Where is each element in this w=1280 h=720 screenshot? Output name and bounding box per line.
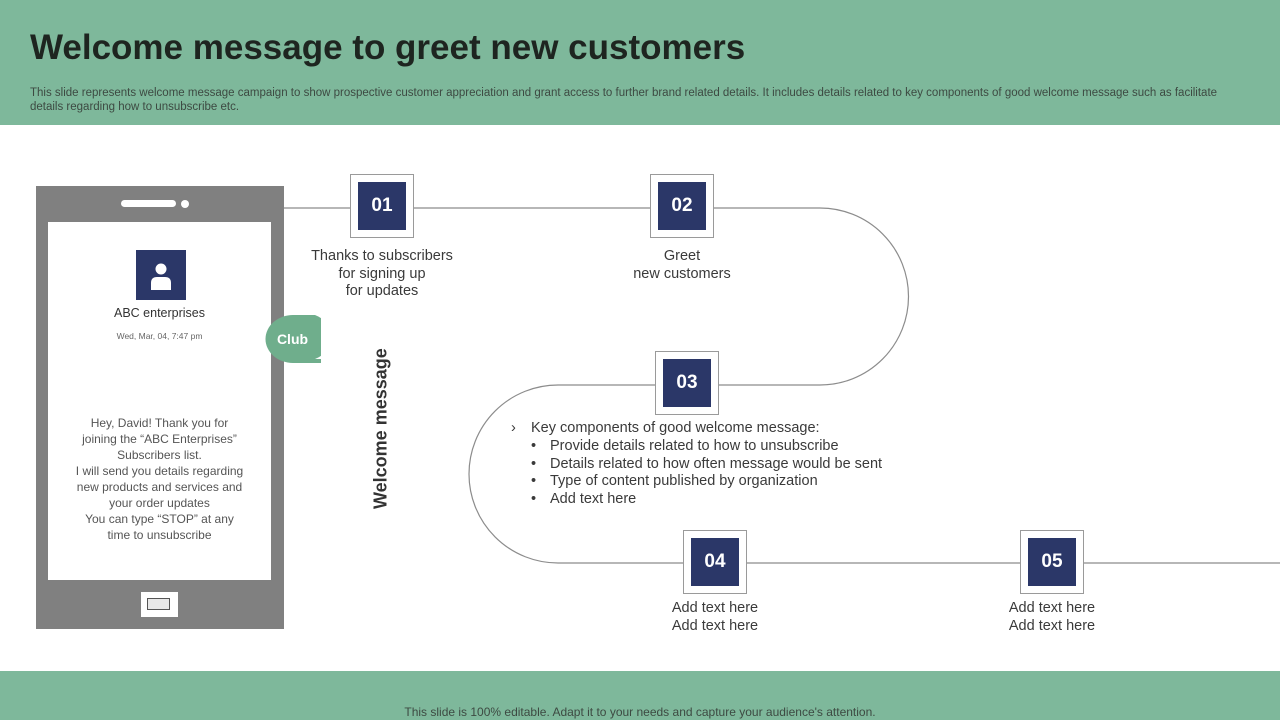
- page-description: This slide represents welcome message ca…: [30, 87, 1218, 113]
- step-text-line: Greet: [663, 248, 701, 264]
- step-05-badge: 05: [1020, 530, 1084, 594]
- step-05-text: Add text here Add text here: [962, 600, 1142, 635]
- step-04-badge: 04: [683, 530, 747, 594]
- message-line: Subscribers list.: [117, 448, 202, 462]
- message-line: You can type “STOP” at any: [85, 512, 234, 526]
- message-line: joining the “ABC Enterprises”: [82, 432, 237, 446]
- list-item: •Provide details related to how to unsub…: [531, 437, 839, 454]
- sender-name: ABC enterprises: [113, 306, 205, 320]
- list-heading: ›Key components of good welcome message:: [511, 420, 820, 436]
- step-03-badge: 03: [655, 351, 719, 415]
- message-line: Hey, David! Thank you for: [90, 416, 229, 430]
- footer-band: [0, 671, 1280, 720]
- step-text-line: Thanks to subscribers: [311, 248, 453, 264]
- step-number: 03: [663, 359, 711, 407]
- speech-bubble-icon: [265, 315, 321, 363]
- step-text-line: new customers: [633, 265, 731, 282]
- phone-speaker: [121, 200, 176, 207]
- phone-home-button-inner: [147, 598, 170, 610]
- step-number: 05: [1028, 538, 1076, 586]
- step-text-line: Add text here: [671, 617, 759, 634]
- step-01-badge: 01: [350, 174, 414, 238]
- list-item: •Details related to how often message wo…: [531, 455, 883, 472]
- step-number: 01: [358, 182, 406, 230]
- step-number: 04: [691, 538, 739, 586]
- step-02-badge: 02: [650, 174, 714, 238]
- step-03-list: ›Key components of good welcome message:…: [511, 420, 882, 509]
- club-label: Club: [276, 331, 309, 347]
- phone-camera: [181, 200, 189, 208]
- list-item: •Type of content published by organizati…: [531, 473, 818, 490]
- user-icon: [136, 250, 186, 300]
- message-line: new products and services and: [76, 480, 243, 494]
- chevron-right-icon: ›: [511, 420, 516, 436]
- welcome-message-label: Welcome message: [370, 348, 391, 509]
- step-04-text: Add text here Add text here: [625, 600, 805, 635]
- header-band: [0, 0, 1280, 125]
- footer-text: This slide is 100% editable. Adapt it to…: [404, 705, 876, 719]
- message-line: I will send you details regarding: [75, 464, 244, 478]
- step-text-line: Add text here: [671, 600, 759, 616]
- step-02-text: Greet new customers: [592, 248, 772, 283]
- page-title: Welcome message to greet new customers: [30, 28, 746, 67]
- step-text-line: Add text here: [1008, 600, 1096, 616]
- step-01-text: Thanks to subscribers for signing up for…: [292, 248, 472, 301]
- step-text-line: Add text here: [1008, 617, 1096, 634]
- message-date: Wed, Mar, 04, 7:47 pm: [116, 331, 203, 341]
- message-line: your order updates: [109, 496, 210, 510]
- step-text-line: for signing up: [338, 265, 426, 282]
- step-text-line: for updates: [345, 283, 419, 299]
- list-item: •Add text here: [531, 491, 637, 508]
- message-line: time to unsubscribe: [107, 528, 212, 542]
- step-number: 02: [658, 182, 706, 230]
